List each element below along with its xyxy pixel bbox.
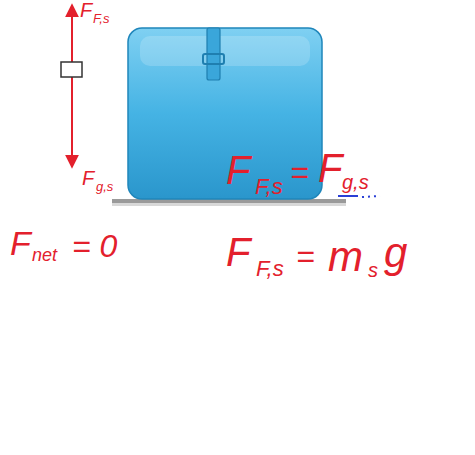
force-label: F	[80, 0, 92, 20]
equation-subscript: F,s	[256, 258, 284, 280]
force-label: F	[82, 168, 94, 188]
object-square	[61, 62, 82, 77]
equation-symbol: F	[226, 150, 250, 190]
strap-buckle	[203, 54, 224, 64]
equation-symbol: m	[328, 236, 363, 278]
ground-shadow	[112, 203, 346, 206]
equation-subscript: g,s	[342, 172, 369, 192]
force-arrow-up	[71, 6, 73, 62]
equation-operator: =	[290, 156, 309, 188]
equation-symbol: F	[10, 226, 31, 260]
equation-symbol: F	[318, 148, 342, 188]
equation-operator: = 0	[72, 230, 117, 262]
underline-dots	[362, 196, 380, 197]
equation-subscript: s	[368, 260, 378, 280]
force-arrow-down	[71, 77, 73, 166]
equation-symbol: g	[384, 232, 407, 274]
suitcase	[128, 28, 322, 199]
underline	[338, 195, 358, 197]
equation-subscript: net	[32, 246, 57, 264]
suitcase-highlight	[140, 36, 310, 66]
equation-subscript: F,s	[255, 176, 283, 198]
force-subscript: F,s	[93, 12, 109, 25]
equation-operator: =	[296, 240, 315, 272]
equation-symbol: F	[226, 232, 250, 272]
force-subscript: g,s	[96, 180, 113, 193]
